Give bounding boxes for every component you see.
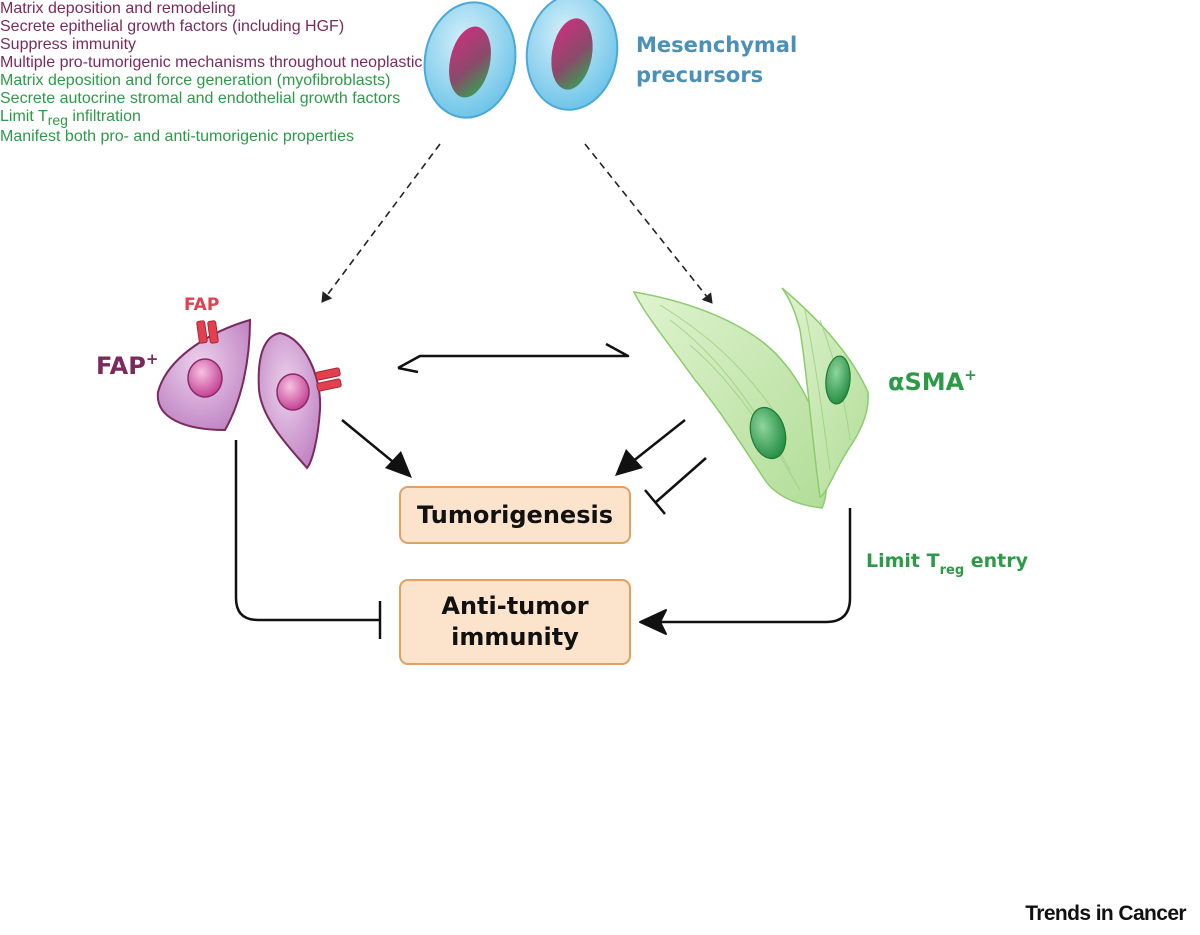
list-item-suffix: infiltration bbox=[67, 108, 141, 125]
dashed-arrow-to-fap bbox=[321, 143, 441, 303]
list-item: Manifest both pro- and anti-tumorigenic … bbox=[0, 128, 354, 146]
limit-treg-entry-label: Limit Treg entry bbox=[866, 550, 1029, 578]
precursor-cells bbox=[423, 0, 619, 119]
asma-nucleus-right bbox=[825, 355, 851, 405]
asma-inhibits-tumorigenesis-bar bbox=[644, 489, 666, 515]
asma-to-tumorigenesis-arrowhead bbox=[615, 449, 643, 476]
asma-to-immunity-arrowhead bbox=[639, 609, 667, 635]
asma-cell-label: αSMA+ bbox=[888, 366, 977, 396]
list-item: Multiple pro-tumorigenic mechanisms thro… bbox=[0, 54, 511, 71]
asma-cell-right bbox=[781, 287, 869, 498]
fap-nucleus-right bbox=[276, 373, 310, 411]
asma-inhibits-tumorigenesis bbox=[655, 457, 707, 503]
fap-receptor-icon bbox=[196, 320, 219, 344]
list-item: Secrete autocrine stromal and endothelia… bbox=[0, 90, 401, 107]
fap-marker-label: FAP bbox=[184, 295, 219, 315]
asma-cell-left bbox=[632, 291, 828, 509]
fap-receptor-icon-2 bbox=[315, 367, 342, 392]
precursor-nucleus-right bbox=[551, 18, 593, 90]
journal-brand: Trends in Cancer bbox=[1025, 902, 1186, 925]
precursors-label-line2: precursors bbox=[636, 63, 763, 87]
precursor-nucleus-left bbox=[449, 26, 491, 98]
immunity-label-line2: immunity bbox=[451, 623, 579, 651]
list-item-prefix: Limit T bbox=[0, 108, 48, 125]
fap-to-tumorigenesis-arrowhead bbox=[385, 451, 412, 478]
list-item-sub: reg bbox=[47, 112, 68, 129]
immunity-label-line1: Anti-tumor bbox=[441, 592, 588, 620]
fap-nucleus-left bbox=[187, 358, 223, 398]
interconversion-arrow-bottom bbox=[397, 366, 419, 374]
fap-cells bbox=[156, 318, 342, 470]
dashed-arrow-to-asma bbox=[584, 143, 713, 304]
fap-properties-list: Matrix deposition and remodeling Secrete… bbox=[0, 0, 590, 72]
list-item: Matrix deposition and force generation (… bbox=[0, 72, 391, 89]
asma-cells bbox=[632, 287, 869, 509]
list-item: Matrix deposition and remodeling bbox=[0, 0, 236, 17]
tumorigenesis-box bbox=[399, 486, 631, 544]
asma-to-immunity-line bbox=[660, 508, 852, 624]
list-item: Suppress immunity bbox=[0, 36, 137, 53]
asma-nucleus-left bbox=[749, 406, 787, 460]
list-item: Limit Treg infiltration bbox=[0, 108, 552, 128]
tumorigenesis-label: Tumorigenesis bbox=[417, 501, 613, 529]
precursors-label-line1: Mesenchymal bbox=[636, 33, 797, 57]
asma-properties-list: Matrix deposition and force generation (… bbox=[0, 72, 552, 146]
fap-inhibits-immunity-line bbox=[234, 440, 380, 622]
list-item: Secrete epithelial growth factors (inclu… bbox=[0, 18, 345, 35]
immunity-box bbox=[399, 579, 631, 665]
interconversion-arrow bbox=[397, 342, 630, 370]
fap-to-tumorigenesis-arrow bbox=[341, 419, 399, 467]
fap-cell-label: FAP+ bbox=[96, 350, 158, 380]
asma-to-tumorigenesis-arrow bbox=[631, 419, 686, 463]
